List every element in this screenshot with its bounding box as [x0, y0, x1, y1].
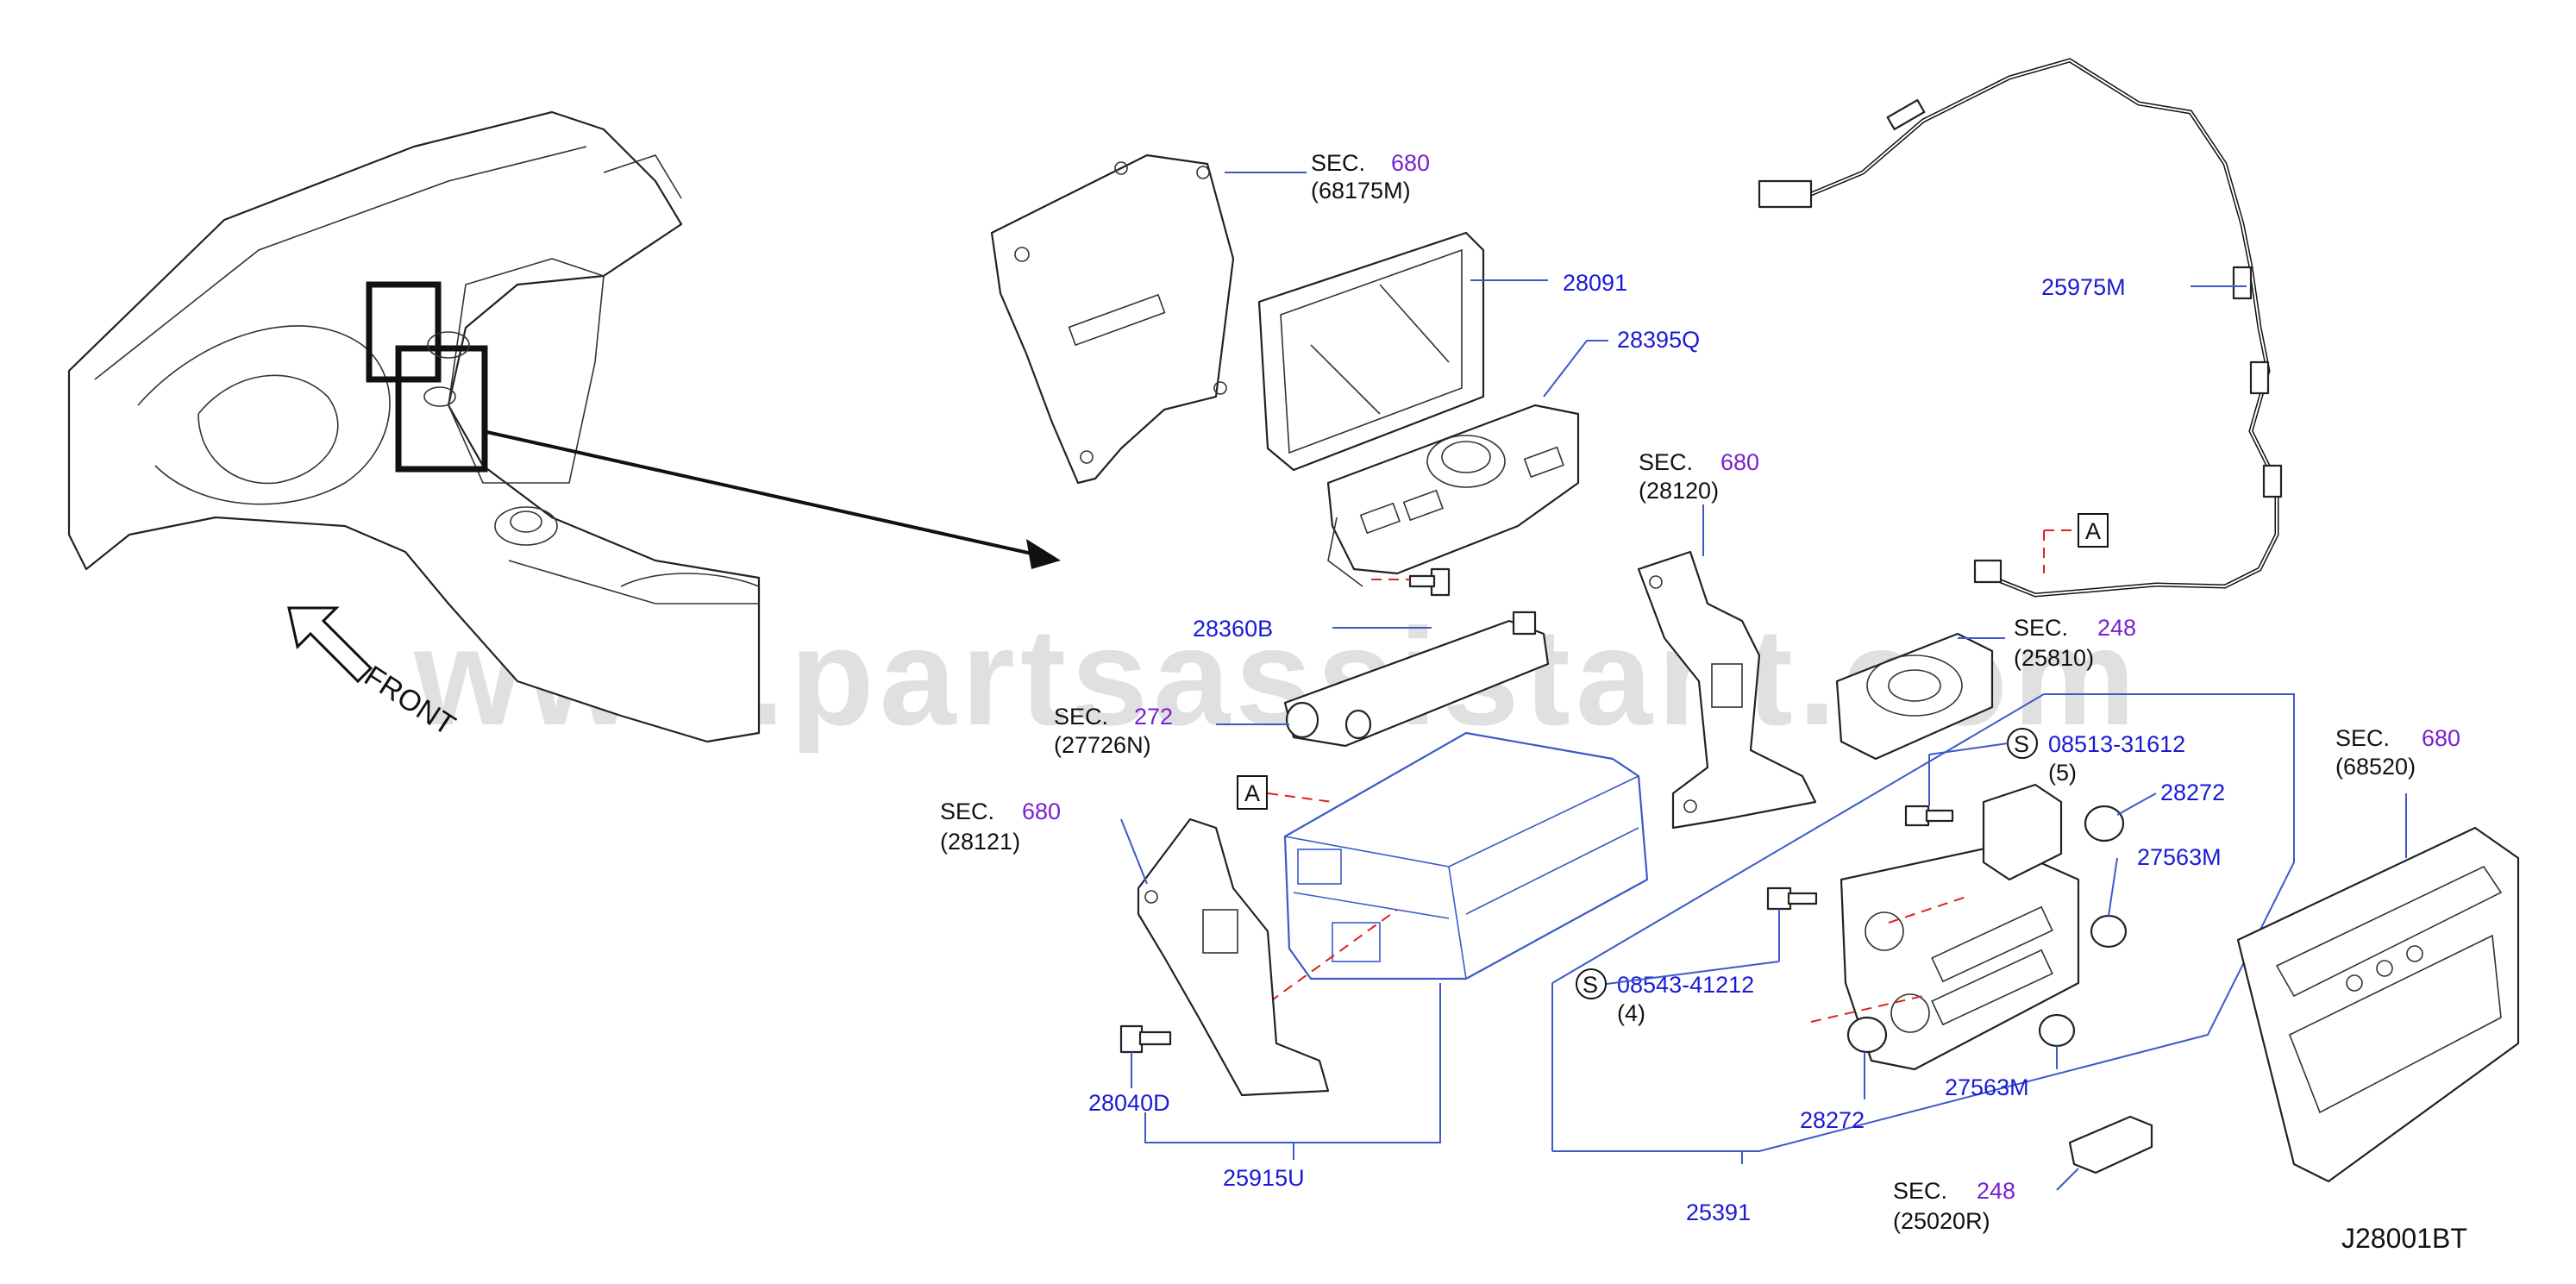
label-sec-680-68175m: SEC. 680 (68175M): [1311, 150, 1430, 204]
svg-text:680: 680: [2422, 725, 2460, 751]
ref-a-box-cable: A: [2085, 518, 2101, 544]
svg-text:(25020R): (25020R): [1893, 1208, 1990, 1234]
antenna-cable-25975m: [1758, 58, 2283, 598]
knob-28272-b: [1846, 1016, 1888, 1054]
label-28091: 28091: [1563, 270, 1627, 296]
svg-text:(68520): (68520): [2335, 754, 2416, 780]
knob-28272-a: [2084, 805, 2125, 842]
svg-text:(25810): (25810): [2014, 645, 2094, 671]
label-28272-a: 28272: [2160, 780, 2225, 805]
label-25915u: 25915U: [1223, 1165, 1305, 1191]
svg-text:08543-41212: 08543-41212: [1617, 972, 1754, 998]
ref-a-box-unit: A: [1244, 780, 1260, 806]
svg-text:248: 248: [2097, 615, 2136, 641]
svg-text:08513-31612: 08513-31612: [2048, 731, 2185, 757]
label-sec-680-28120: SEC. 680 (28120): [1639, 449, 1759, 504]
svg-text:(28121): (28121): [940, 829, 1020, 855]
svg-text:SEC.: SEC.: [1893, 1178, 1947, 1204]
screw-28040d: [1119, 1024, 1172, 1054]
audio-unit-25915u: [1283, 731, 1649, 980]
label-sec-680-28121: SEC. 680 (28121): [940, 799, 1061, 855]
label-sec-272: SEC. 272 (27726N): [1054, 704, 1173, 758]
label-28360b: 28360B: [1193, 616, 1273, 642]
screw-28360b: [1371, 567, 1451, 597]
display-28091: [1257, 231, 1485, 472]
speaker-25810: [1835, 632, 1994, 761]
label-08543: S 08543-41212 (4): [1576, 968, 1754, 1026]
label-27563m-a: 27563M: [2137, 844, 2222, 870]
bracket-28120: [1637, 550, 1817, 830]
screw-08513: [1904, 805, 1954, 827]
label-sec-248-25020r: SEC. 248 (25020R): [1893, 1178, 2015, 1234]
svg-text:SEC.: SEC.: [1054, 704, 1108, 730]
svg-text:SEC.: SEC.: [1639, 449, 1693, 475]
svg-text:(5): (5): [2048, 760, 2077, 786]
svg-text:(4): (4): [1617, 1000, 1645, 1026]
svg-text:S: S: [1583, 972, 1598, 998]
label-28272-b: 28272: [1800, 1107, 1865, 1133]
svg-text:(68175M): (68175M): [1311, 178, 1411, 204]
svg-text:680: 680: [1022, 799, 1061, 824]
svg-text:680: 680: [1720, 449, 1759, 475]
svg-text:272: 272: [1134, 704, 1173, 730]
label-27563m-b: 27563M: [1945, 1074, 2029, 1100]
switch-25020r: [2068, 1115, 2153, 1174]
svg-text:680: 680: [1391, 150, 1430, 176]
control-unit-28395q: [1326, 404, 1580, 587]
pointer-arrow: [482, 429, 1061, 569]
bracket-27726n: [1283, 611, 1550, 748]
label-28395q: 28395Q: [1617, 327, 1700, 353]
finisher-68520: [2236, 826, 2520, 1183]
label-28040d: 28040D: [1088, 1090, 1170, 1116]
label-25391: 25391: [1686, 1199, 1751, 1225]
bracket-28121: [1137, 817, 1330, 1097]
svg-text:(27726N): (27726N): [1054, 732, 1151, 758]
screw-08543: [1766, 886, 1818, 911]
bracket-68175m: [990, 153, 1235, 485]
svg-text:SEC.: SEC.: [2014, 615, 2068, 641]
label-sec-248-25810: SEC. 248 (25810): [2014, 615, 2136, 671]
svg-text:SEC.: SEC.: [1311, 150, 1365, 176]
svg-text:SEC.: SEC.: [940, 799, 994, 824]
svg-text:(28120): (28120): [1639, 478, 1719, 504]
label-25975m: 25975M: [2041, 274, 2126, 300]
svg-text:248: 248: [1977, 1178, 2015, 1204]
label-sec-680-68520: SEC. 680 (68520): [2335, 725, 2460, 780]
diagram-code: J28001BT: [2341, 1223, 2467, 1254]
knob-27563m-a: [2090, 914, 2128, 949]
knob-27563m-b: [2038, 1013, 2076, 1048]
svg-text:S: S: [2014, 731, 2029, 757]
switch-module: [1982, 783, 2063, 881]
label-08513: S 08513-31612 (5): [2007, 728, 2185, 786]
svg-text:SEC.: SEC.: [2335, 725, 2390, 751]
dashboard-overview: [67, 110, 761, 743]
